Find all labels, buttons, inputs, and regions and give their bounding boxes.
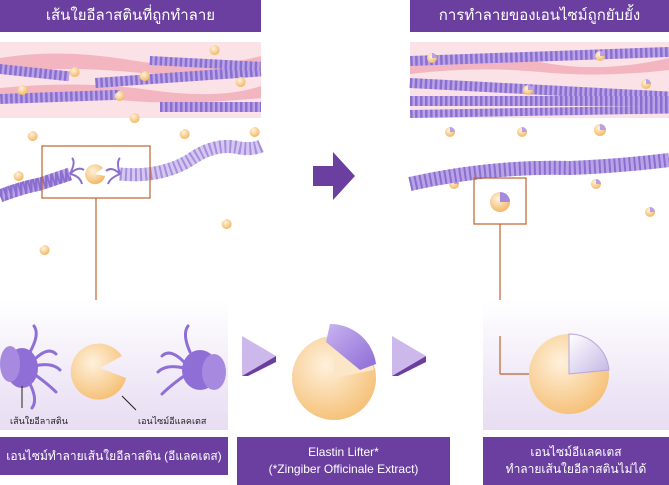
middle-caption-line1: Elastin Lifter* [308,445,379,459]
left-caption: เอนไซม์ทำลายเส้นใยอีลาสติน (อีแลคเตส) [0,437,228,475]
middle-caption-line2: (*Zingiber Officinale Extract) [268,462,419,476]
right-detail-art [499,333,610,414]
play-triangle-icon [392,336,426,376]
right-skin-scene [408,42,669,374]
right-caption-line1: เอนไซม์อีแลคเตส [530,445,622,459]
elastin-lifter-icon [292,323,376,420]
right-title: การทำลายของเอนไซม์ถูกยับยั้ง [410,0,669,32]
label-elastase-enzyme: เอนไซม์อีแลคเตส [138,416,207,426]
middle-caption: Elastin Lifter* (*Zingiber Officinale Ex… [237,437,450,485]
enzyme-pacman-icon [85,164,105,185]
left-title: เส้นใยอีลาสตินที่ถูกทำลาย [0,0,261,32]
elastin-fiber-icon [0,324,62,410]
arrow-right-icon [313,152,355,200]
label-elastin-fiber: เส้นใยอีลาสติน [10,416,68,426]
right-caption: เอนไซม์อีแลคเตส ทำลายเส้นใยอีลาสตินไม่ได… [483,437,669,485]
left-skin-scene [0,42,264,300]
left-caption-text: เอนไซม์ทำลายเส้นใยอีลาสติน (อีแลคเตส) [6,448,222,463]
right-caption-line2: ทำลายเส้นใยอีลาสตินไม่ได้ [505,462,647,476]
play-triangle-icon [242,336,276,376]
left-detail-art [0,324,226,411]
